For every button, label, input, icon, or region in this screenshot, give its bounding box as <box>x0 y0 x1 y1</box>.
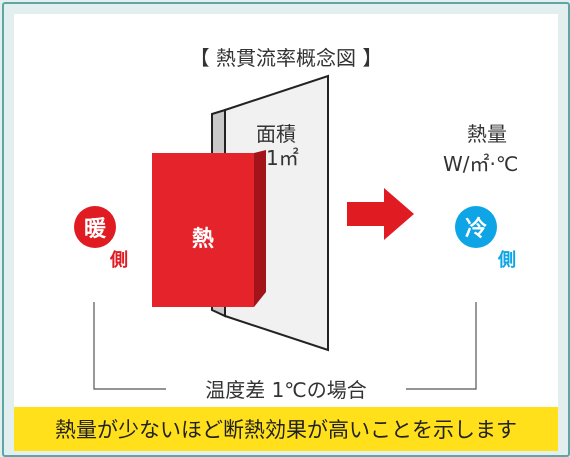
heat-flow-arrow <box>347 188 414 240</box>
area-label: 面積 <box>256 122 296 146</box>
right-bracket-line <box>406 302 477 390</box>
heat-block-label: 熱 <box>192 227 215 252</box>
diagram-panel: 【 熱貫流率概念図 】 面積 1㎡ 熱量 W/㎡·℃ 熱 暖 側 冷 側 温度差… <box>14 14 558 407</box>
diagram-graphics <box>93 74 477 390</box>
cold-side-badge: 冷 <box>455 206 497 248</box>
diagram-title: 【 熱貫流率概念図 】 <box>189 46 383 70</box>
footer-note: 熱量が少ないほど断熱効果が高いことを示します <box>14 407 558 451</box>
warm-side-badge: 暖 <box>74 206 116 248</box>
heat-amount-label: 熱量 <box>467 122 507 146</box>
left-bracket-line <box>93 302 166 390</box>
area-value: 1㎡ <box>266 146 299 170</box>
heat-block-front <box>152 153 254 307</box>
heat-block-side <box>254 150 266 307</box>
warm-side-label: 側 <box>110 250 128 271</box>
cold-side-label: 側 <box>498 250 516 271</box>
heat-amount-unit: W/㎡·℃ <box>443 152 519 176</box>
temperature-difference-condition: 温度差 1℃の場合 <box>205 378 367 402</box>
